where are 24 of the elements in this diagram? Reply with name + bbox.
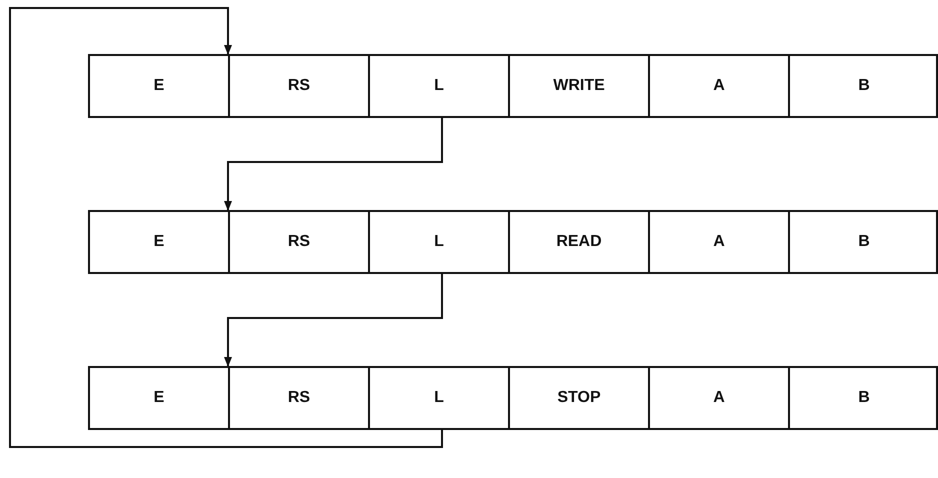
instruction-row [88,210,938,274]
field-label: B [858,233,870,251]
field-label: L [434,77,444,95]
field-label: A [713,389,725,407]
field-label: E [154,233,164,251]
field-label: RS [288,77,310,95]
arrow [224,272,443,367]
arrow [9,7,443,448]
field-label: RS [288,389,310,407]
instruction-row [88,366,938,430]
field-label: READ [556,233,602,251]
field-label: L [434,233,444,251]
field-label: STOP [557,389,601,407]
field-label: E [154,389,164,407]
field-label: B [858,389,870,407]
arrow [224,116,443,211]
field-label: RS [288,233,310,251]
field-label: A [713,77,725,95]
field-label: L [434,389,444,407]
field-label: E [154,77,164,95]
instruction-row [88,54,938,118]
field-label: A [713,233,725,251]
field-label: WRITE [553,77,605,95]
field-label: B [858,77,870,95]
